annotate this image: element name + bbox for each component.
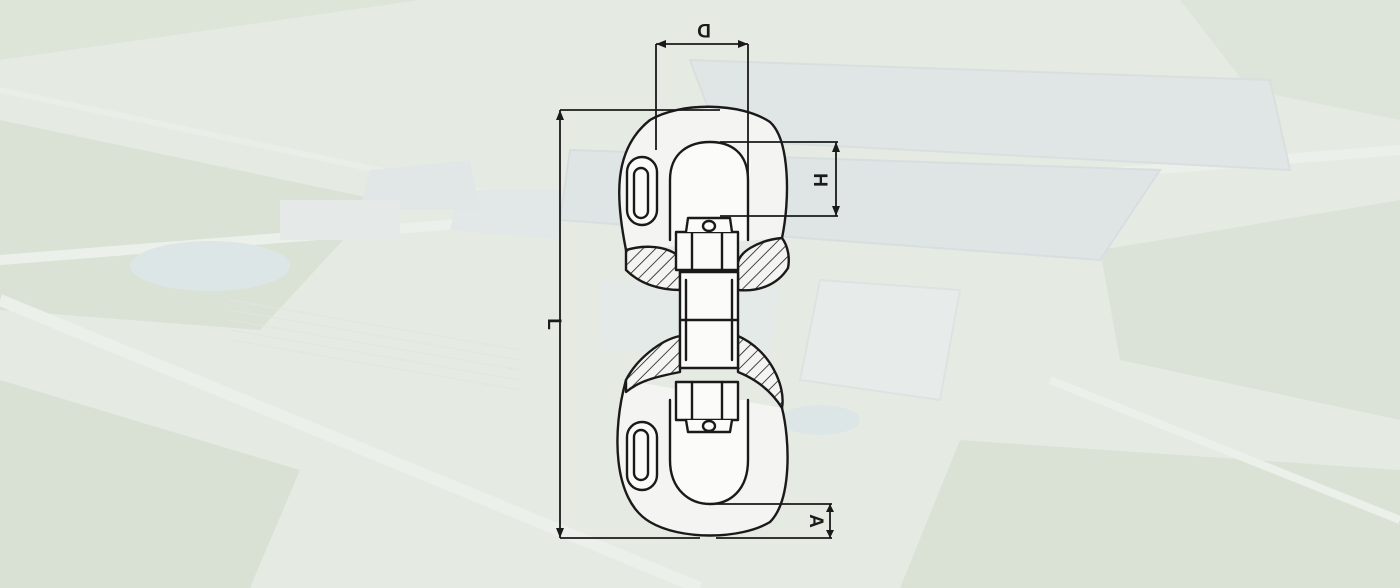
h-arrow-top <box>832 142 840 152</box>
l-arrow-top <box>556 110 564 120</box>
l-arrow-bottom <box>556 528 564 538</box>
lower-right-section <box>736 334 784 410</box>
road-2 <box>0 294 703 588</box>
lower-left-section <box>624 334 682 394</box>
building-3 <box>280 200 400 240</box>
field-top-left <box>0 0 420 60</box>
upper-left-section <box>624 245 684 292</box>
d-arrow-left <box>656 40 666 48</box>
dimension-label-l: L <box>543 318 564 330</box>
lower-slot-inner <box>632 428 650 482</box>
upper-nut <box>674 230 740 272</box>
lower-pin-hole <box>701 419 717 433</box>
field-right <box>1100 200 1400 420</box>
field-top-right <box>1180 0 1400 120</box>
building-2 <box>360 160 480 210</box>
dimension-label-d: D <box>697 19 711 40</box>
pond-right <box>780 405 860 435</box>
upper-nut-top <box>684 216 734 234</box>
office-building <box>798 278 962 402</box>
field-left <box>0 120 380 330</box>
upper-right-section <box>736 236 790 292</box>
a-arrow-top <box>826 504 834 512</box>
lower-nut <box>674 380 740 422</box>
dimension-label-h: H <box>809 173 830 187</box>
pond-left <box>130 241 290 291</box>
field-bottom-right <box>900 440 1400 588</box>
upper-pin-hole <box>701 219 717 233</box>
dimension-label-a: A <box>805 514 826 528</box>
a-arrow-bottom <box>826 530 834 538</box>
h-arrow-bottom <box>832 206 840 216</box>
upper-slot-inner <box>632 166 650 220</box>
d-arrow-right <box>738 40 748 48</box>
parking-lot <box>229 299 521 391</box>
field-bottom-left <box>0 380 300 588</box>
road-3 <box>1048 376 1400 524</box>
